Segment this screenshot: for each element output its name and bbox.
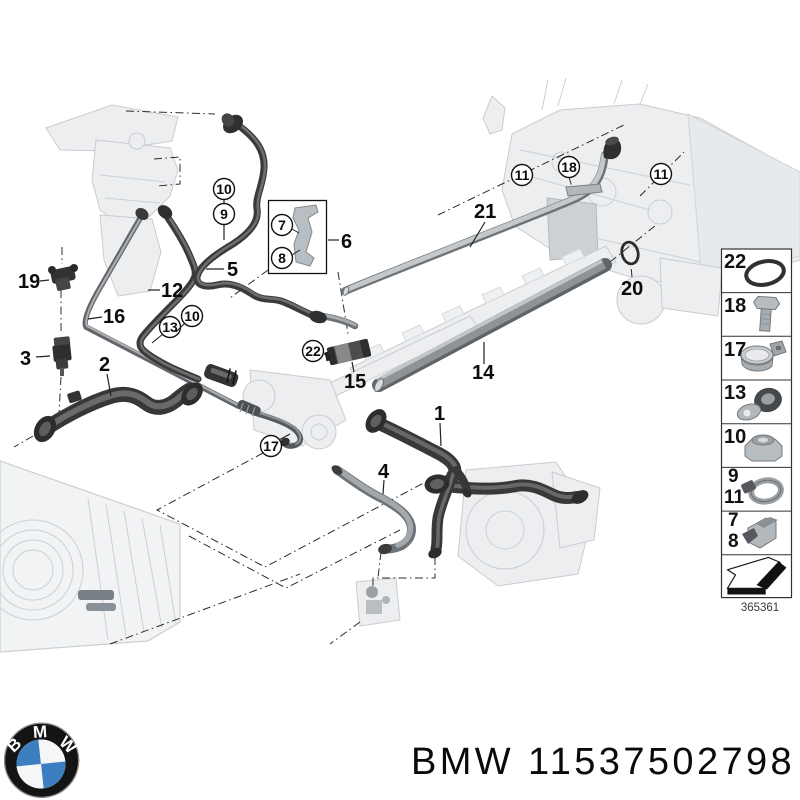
svg-text:BMW 11537502798: BMW 11537502798	[411, 741, 795, 783]
svg-text:9: 9	[728, 466, 739, 487]
svg-text:18: 18	[724, 295, 746, 317]
svg-text:M: M	[32, 722, 47, 742]
svg-text:16: 16	[103, 306, 125, 328]
svg-text:5: 5	[227, 259, 238, 281]
svg-text:12: 12	[161, 280, 183, 302]
svg-text:4: 4	[378, 461, 390, 483]
svg-text:6: 6	[341, 231, 352, 253]
svg-text:13: 13	[162, 319, 178, 335]
svg-text:13: 13	[724, 382, 746, 404]
svg-text:10: 10	[724, 426, 746, 448]
svg-text:3: 3	[20, 348, 31, 370]
svg-text:11: 11	[515, 167, 530, 183]
svg-text:2: 2	[99, 354, 110, 376]
svg-text:20: 20	[621, 278, 643, 300]
svg-text:8: 8	[278, 250, 286, 266]
svg-text:9: 9	[220, 206, 228, 222]
svg-text:7: 7	[278, 217, 286, 233]
svg-text:15: 15	[344, 371, 366, 393]
svg-text:11: 11	[724, 487, 745, 508]
svg-text:10: 10	[184, 308, 200, 324]
svg-text:22: 22	[305, 343, 321, 359]
svg-text:14: 14	[472, 362, 495, 384]
svg-text:19: 19	[18, 271, 40, 293]
svg-text:21: 21	[474, 201, 496, 223]
svg-text:11: 11	[654, 166, 669, 182]
svg-text:8: 8	[728, 531, 739, 552]
svg-text:1: 1	[434, 403, 445, 425]
svg-text:22: 22	[724, 251, 746, 273]
svg-text:365361: 365361	[741, 602, 779, 614]
svg-text:10: 10	[216, 181, 232, 197]
svg-text:7: 7	[728, 510, 739, 531]
svg-text:17: 17	[263, 438, 279, 454]
svg-text:18: 18	[561, 159, 577, 175]
